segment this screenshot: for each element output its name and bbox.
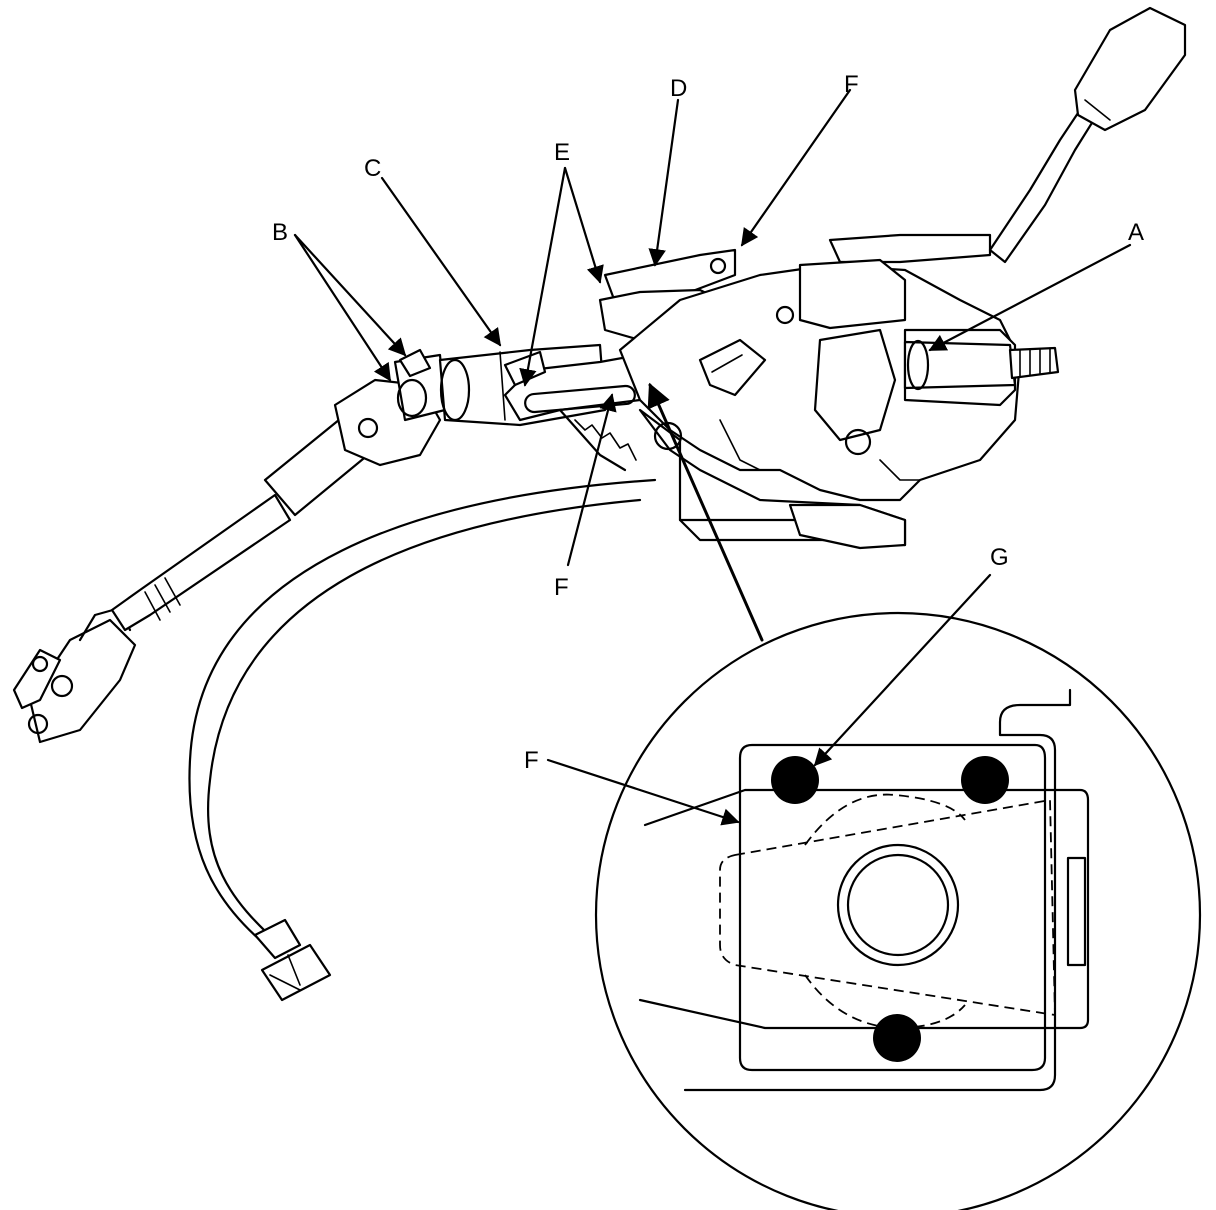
bolt-marker: [873, 1014, 921, 1062]
label-f-top: F: [844, 71, 859, 98]
label-g: G: [990, 544, 1009, 571]
wire-harness: [188, 478, 657, 1002]
leader-lines: [293, 88, 1132, 826]
label-d: D: [670, 75, 687, 102]
label-c: C: [364, 155, 381, 182]
upper-universal-joint: [333, 348, 447, 467]
lower-intermediate-shaft: [12, 413, 382, 744]
label-e: E: [554, 139, 570, 166]
tilt-lever: [988, 6, 1187, 264]
label-f-detail: F: [524, 747, 539, 774]
detail-view: [594, 611, 1202, 1210]
bolt-marker: [961, 756, 1009, 804]
steering-shaft: [903, 339, 1060, 391]
label-f-mid: F: [554, 574, 569, 601]
label-b: B: [272, 219, 288, 246]
label-a: A: [1128, 219, 1144, 246]
bolt-marker: [771, 756, 819, 804]
